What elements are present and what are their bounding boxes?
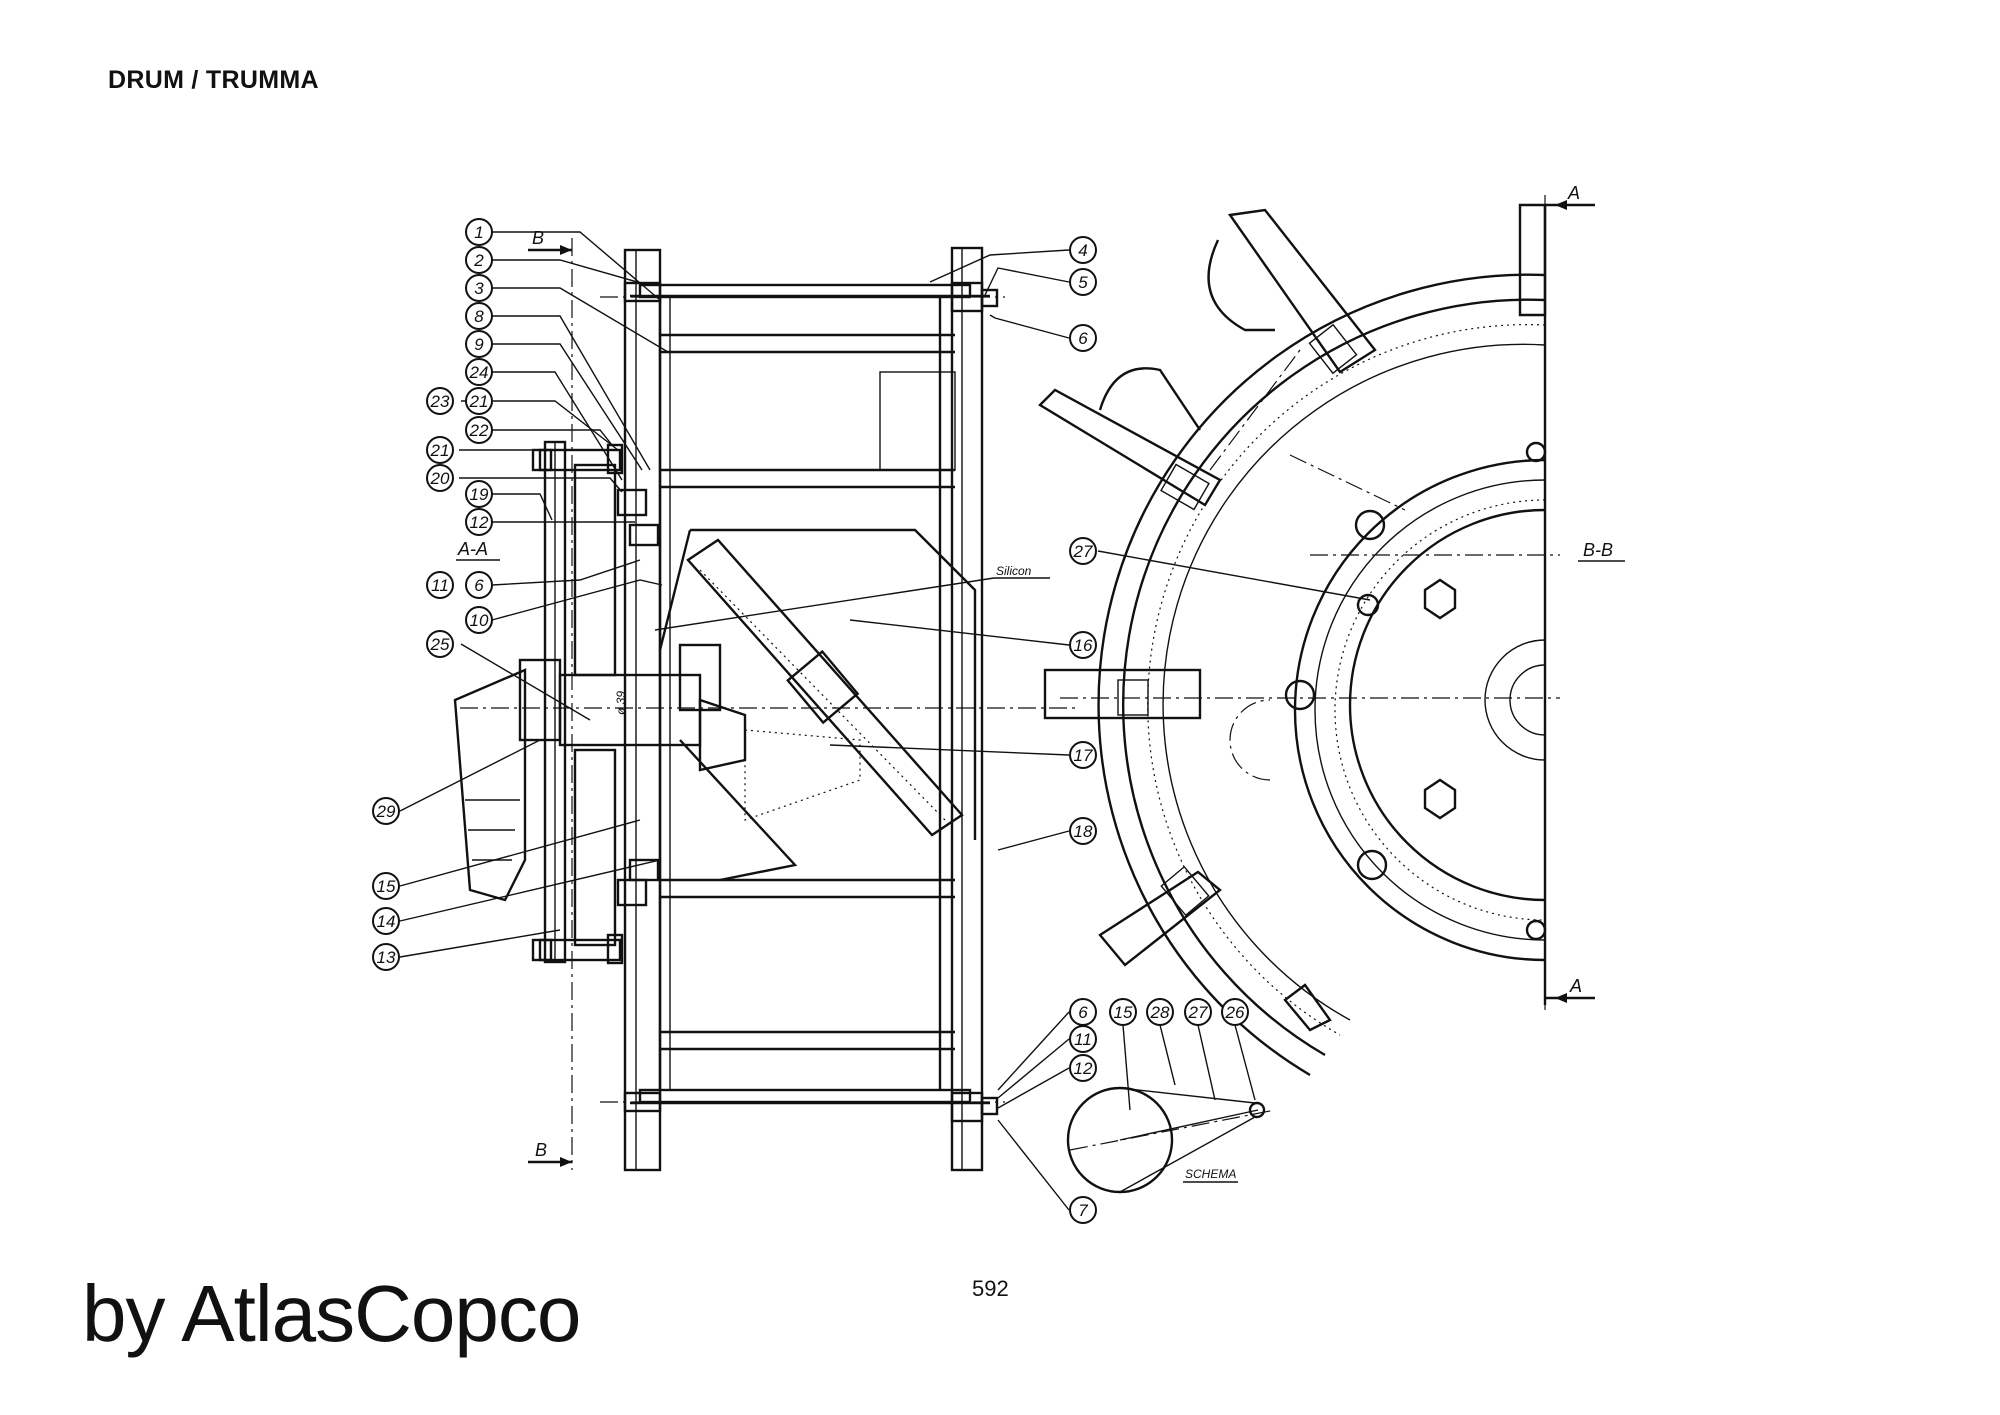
svg-text:7: 7 [1078, 1201, 1088, 1220]
callout-15-left: 15 [372, 872, 400, 900]
drum-end-view: A A B-B [1038, 183, 1625, 1077]
callout-10: 10 [465, 606, 493, 634]
svg-text:28: 28 [1150, 1003, 1170, 1022]
svg-text:18: 18 [1074, 822, 1093, 841]
section-bb-label: B-B [1583, 540, 1613, 560]
page-number: 592 [972, 1276, 1009, 1301]
schema-detail: SCHEMA [1066, 1086, 1276, 1194]
svg-text:16: 16 [1074, 636, 1093, 655]
schema-label: SCHEMA [1185, 1167, 1236, 1181]
svg-text:8: 8 [474, 307, 484, 326]
svg-text:11: 11 [431, 576, 449, 595]
svg-text:26: 26 [1225, 1003, 1245, 1022]
svg-text:24: 24 [469, 363, 489, 382]
section-aa-label: A-A [457, 539, 488, 559]
callout-26: 26 [1221, 998, 1249, 1026]
svg-text:6: 6 [1078, 329, 1088, 348]
svg-text:1: 1 [474, 223, 483, 242]
callout-22: 22 [465, 416, 493, 444]
callout-11-left: 11 [426, 571, 454, 599]
callout-6-left: 6 [465, 571, 493, 599]
callout-23: 23 [426, 387, 454, 415]
inclined-arm [686, 538, 964, 837]
section-a-top-label: A [1567, 183, 1580, 203]
svg-text:5: 5 [1078, 273, 1088, 292]
svg-text:9: 9 [474, 335, 484, 354]
section-a-bottom-label: A [1569, 976, 1582, 996]
svg-text:12: 12 [1074, 1059, 1093, 1078]
callout-2: 2 [465, 246, 493, 274]
callout-18: 18 [1069, 817, 1097, 845]
callout-16: 16 [1069, 631, 1097, 659]
svg-text:21: 21 [469, 392, 489, 411]
callout-29: 29 [372, 797, 400, 825]
svg-text:12: 12 [470, 513, 489, 532]
callout-21-upper: 21 [465, 387, 493, 415]
svg-text:21: 21 [430, 441, 450, 460]
callout-9: 9 [465, 330, 493, 358]
callout-17: 17 [1069, 741, 1097, 769]
callout-27-end-view: 27 [1069, 537, 1097, 565]
drum-bars [660, 333, 956, 1051]
callout-21-lower: 21 [426, 436, 454, 464]
section-line-b: B B [528, 228, 573, 1170]
callout-4: 4 [1069, 236, 1097, 264]
callout-24: 24 [465, 358, 493, 386]
silicon-note: Silicon [996, 564, 1032, 578]
svg-text:6: 6 [474, 576, 484, 595]
svg-text:3: 3 [474, 279, 484, 298]
svg-text:10: 10 [470, 611, 489, 630]
leader-lines [399, 231, 1371, 1211]
svg-text:6: 6 [1078, 1003, 1088, 1022]
svg-text:25: 25 [430, 635, 450, 654]
callout-27-schema: 27 [1184, 998, 1212, 1026]
callout-28: 28 [1146, 998, 1174, 1026]
svg-text:11: 11 [1074, 1030, 1092, 1049]
callout-12-bottom: 12 [1069, 1054, 1097, 1082]
svg-text:4: 4 [1078, 241, 1087, 260]
callout-7: 7 [1069, 1196, 1097, 1224]
document-title: DRUM / TRUMMA [108, 66, 319, 94]
svg-text:15: 15 [377, 877, 396, 896]
svg-text:22: 22 [469, 421, 489, 440]
diameter-note: ø 39 [614, 691, 628, 715]
callout-13: 13 [372, 943, 400, 971]
callout-25: 25 [426, 630, 454, 658]
svg-text:17: 17 [1074, 746, 1093, 765]
bearing-housing [531, 440, 660, 965]
svg-text:29: 29 [376, 802, 396, 821]
svg-text:2: 2 [473, 251, 484, 270]
svg-text:15: 15 [1114, 1003, 1133, 1022]
callouts: 1 2 3 8 9 24 23 21 22 21 20 19 12 11 6 1… [372, 218, 1249, 1224]
svg-text:19: 19 [470, 485, 489, 504]
section-b-top-label: B [532, 228, 544, 248]
section-b-bottom-label: B [535, 1140, 547, 1160]
callout-6-bottom: 6 [1069, 998, 1097, 1026]
callout-8: 8 [465, 302, 493, 330]
svg-text:20: 20 [430, 469, 450, 488]
callout-5: 5 [1069, 268, 1097, 296]
callout-14: 14 [372, 907, 400, 935]
drum-cross-section [453, 246, 1080, 1172]
svg-text:14: 14 [377, 912, 396, 931]
callout-6-top: 6 [1069, 324, 1097, 352]
callout-12-left: 12 [465, 508, 493, 536]
svg-text:27: 27 [1188, 1003, 1208, 1022]
callout-3: 3 [465, 274, 493, 302]
brand-caption: by AtlasCopco [82, 1269, 581, 1358]
callout-11-bottom: 11 [1069, 1025, 1097, 1053]
hub-assembly [453, 643, 1080, 902]
svg-text:27: 27 [1073, 542, 1093, 561]
callout-20: 20 [426, 464, 454, 492]
callout-15-schema: 15 [1109, 998, 1137, 1026]
end-view-arms [1038, 203, 1547, 1032]
svg-text:13: 13 [377, 948, 396, 967]
callout-19: 19 [465, 480, 493, 508]
callout-1: 1 [465, 218, 493, 246]
svg-text:23: 23 [430, 392, 450, 411]
